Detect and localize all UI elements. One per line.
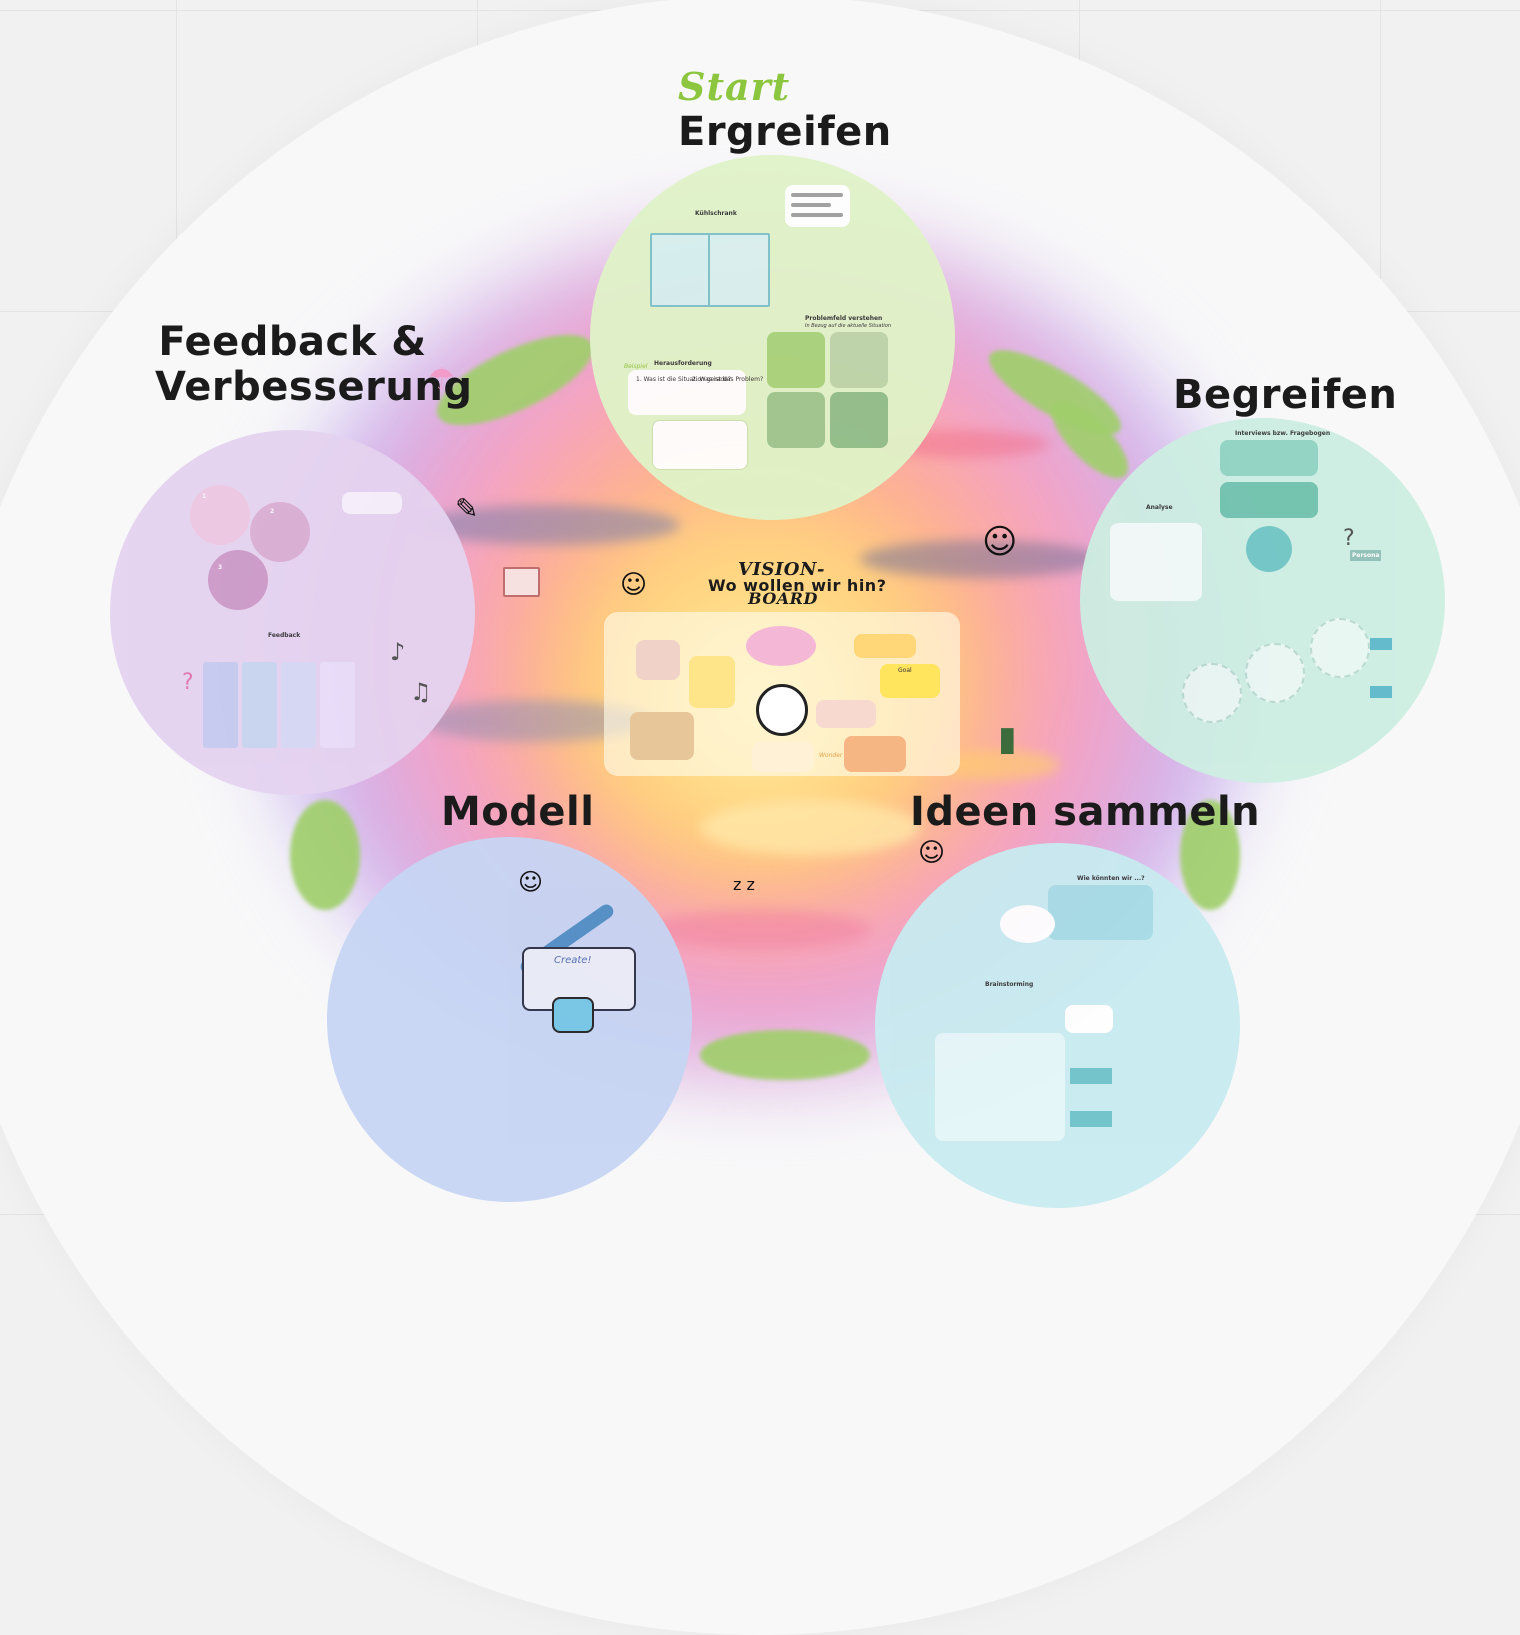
problem-title: Problemfeld verstehen	[805, 315, 883, 322]
cloud	[700, 800, 920, 855]
venn-circle-3[interactable]: 3	[208, 550, 268, 610]
arrow-icon	[1070, 1068, 1112, 1084]
begreifen-zone[interactable]: Interviews bzw. Fragebogen Analyse Perso…	[1080, 418, 1445, 783]
stage-title-modell[interactable]: Modell	[441, 789, 595, 835]
path-bush	[290, 800, 360, 910]
feedback-title-line1: Feedback &	[158, 319, 427, 365]
fridge-title: Kühlschrank	[695, 210, 737, 217]
arrow-icon	[1370, 638, 1392, 650]
modell-zone[interactable]: Create!	[327, 837, 692, 1202]
figure-icon: ☺	[918, 838, 946, 868]
problem-tile-4[interactable]	[830, 392, 888, 448]
figure-icon: ☺	[620, 570, 648, 600]
how-might-we: Wie könnten wir ...?	[1077, 875, 1145, 882]
challenge-title: Herausforderung	[654, 360, 712, 367]
cloud-icon	[746, 626, 816, 666]
feedback-column-1[interactable]	[203, 662, 238, 748]
persona-label: Persona	[1350, 550, 1382, 561]
arrow-icon	[1070, 1111, 1112, 1127]
problem-tile-1[interactable]	[767, 332, 825, 388]
how-might-card[interactable]	[1048, 885, 1153, 940]
shelf-icon	[630, 712, 694, 760]
brainstorming-title: Brainstorming	[985, 981, 1034, 988]
problem-tile-3[interactable]	[767, 392, 825, 448]
feedback-zone[interactable]: 1 2 3 Feedback	[110, 430, 475, 795]
question-icon: ?	[1343, 526, 1355, 551]
stage-title-ergreifen[interactable]: Ergreifen	[678, 109, 892, 155]
note-card[interactable]	[785, 185, 850, 227]
vision-card[interactable]	[752, 742, 814, 772]
figure-icon: ☺	[982, 522, 1018, 562]
vision-card[interactable]	[844, 736, 906, 772]
persona-circle[interactable]	[1246, 526, 1292, 572]
vision-card[interactable]	[636, 640, 680, 680]
example-label: Beispiel	[624, 363, 648, 370]
problem-subtitle: In Bezug auf die aktuelle Situation	[805, 323, 892, 329]
challenge-box[interactable]	[652, 420, 748, 470]
brainstorming-area[interactable]	[935, 1033, 1065, 1141]
ideen-zone[interactable]: Wie könnten wir ...? Brainstorming	[875, 843, 1240, 1208]
problem-tile-2[interactable]	[830, 332, 888, 388]
vision-title-bottom: BOARD	[748, 589, 818, 608]
persona-slot-3[interactable]	[1182, 663, 1242, 723]
vision-board[interactable]: Goal Wonder	[604, 612, 960, 776]
goal-label: Goal	[898, 667, 912, 674]
note-1: 1. Was ist die Situation gerade?	[636, 376, 732, 383]
cloud	[420, 505, 680, 545]
feedback-column-2[interactable]	[242, 662, 277, 748]
music-note-icon: ♪	[390, 638, 406, 666]
vision-card[interactable]	[854, 634, 916, 658]
brain-icon	[756, 684, 808, 736]
umbrella-icon: ☂	[428, 362, 455, 397]
arrow-icon	[1370, 686, 1392, 698]
feedback-title-line2: Verbesserung	[155, 363, 473, 410]
wonder-label: Wonder	[819, 752, 843, 759]
path-bush	[1180, 800, 1240, 910]
feedback-note[interactable]	[342, 492, 402, 514]
figure-icon: ☺	[518, 868, 544, 896]
cloud	[940, 750, 1060, 780]
music-note-icon: ♫	[410, 678, 432, 706]
easel-icon: ✎	[455, 492, 479, 525]
cloud	[860, 540, 1100, 578]
book-icon: ▮	[998, 719, 1017, 759]
analysis-title: Analyse	[1146, 504, 1173, 511]
interview-card-2[interactable]	[1220, 482, 1318, 518]
idea-note[interactable]	[1065, 1005, 1113, 1033]
stage-title-begreifen[interactable]: Begreifen	[1173, 372, 1398, 418]
persona-slot-1[interactable]	[1310, 618, 1370, 678]
feedback-column-3[interactable]	[281, 662, 316, 748]
create-label: Create!	[554, 955, 592, 966]
cloud	[650, 910, 870, 950]
interview-card-1[interactable]	[1220, 440, 1318, 476]
interviews-title: Interviews bzw. Fragebogen	[1235, 430, 1331, 437]
stage-title-feedback[interactable]: Feedback & Verbesserung	[155, 319, 473, 410]
feedback-title: Feedback	[268, 632, 301, 639]
thought-bubble	[1000, 905, 1055, 943]
venn-circle-2[interactable]: 2	[250, 502, 310, 562]
fridge-left[interactable]	[650, 233, 712, 307]
robot-icon	[552, 997, 594, 1033]
vision-title-top: VISION-	[738, 559, 825, 580]
feedback-column-4[interactable]	[320, 662, 355, 748]
path-bush	[700, 1030, 870, 1080]
fridge-right[interactable]	[708, 233, 770, 307]
sleep-icon: z z	[733, 875, 755, 894]
start-label: Start	[678, 64, 791, 109]
analysis-card[interactable]	[1110, 523, 1202, 601]
stage-title-ideen[interactable]: Ideen sammeln	[910, 789, 1261, 835]
persona-slot-2[interactable]	[1245, 643, 1305, 703]
challenge-card[interactable]: 1. Was ist die Situation gerade? 2. Was …	[628, 370, 763, 415]
note-2: 2. Was ist das Problem?	[692, 376, 764, 383]
vision-card[interactable]	[689, 656, 735, 708]
ergreifen-zone[interactable]: Kühlschrank Problemfeld verstehen In Bez…	[590, 155, 955, 520]
vision-question[interactable]: Wo wollen wir hin?	[708, 576, 887, 595]
venn-circle-1[interactable]: 1	[190, 485, 250, 545]
question-icon: ?	[182, 670, 194, 695]
picture-frame	[503, 567, 540, 597]
vision-goal-card[interactable]: Goal	[880, 664, 940, 698]
vision-card[interactable]	[816, 700, 876, 728]
